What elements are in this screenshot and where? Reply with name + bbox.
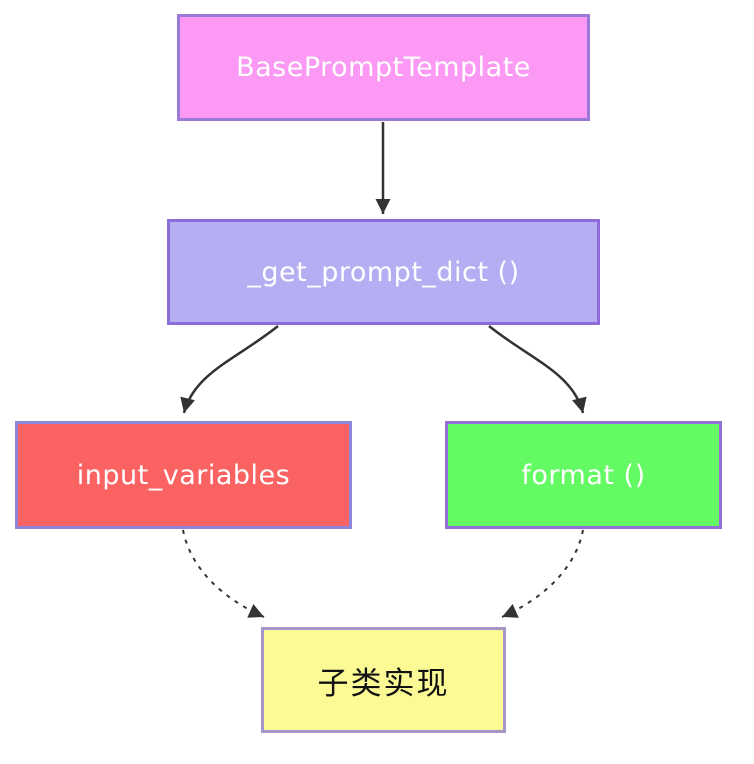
node-format: format () (445, 421, 722, 529)
node-get-prompt-dict-label: _get_prompt_dict () (247, 256, 520, 288)
edge-getpromptdict-to-inputvariables (180, 325, 279, 414)
node-subclass-implementation: 子类实现 (261, 627, 506, 733)
node-format-label: format () (521, 459, 646, 491)
node-input-variables-label: input_variables (76, 459, 291, 491)
node-base-prompt-template: BasePromptTemplate (177, 14, 590, 121)
node-input-variables: input_variables (15, 421, 352, 529)
node-subclass-implementation-label: 子类实现 (317, 665, 450, 702)
node-base-prompt-template-label: BasePromptTemplate (236, 52, 531, 83)
node-get-prompt-dict: _get_prompt_dict () (167, 219, 600, 325)
edge-inputvariables-to-subclass (182, 529, 265, 618)
edge-format-to-subclass (501, 529, 584, 618)
edge-getpromptdict-to-format (488, 325, 587, 414)
